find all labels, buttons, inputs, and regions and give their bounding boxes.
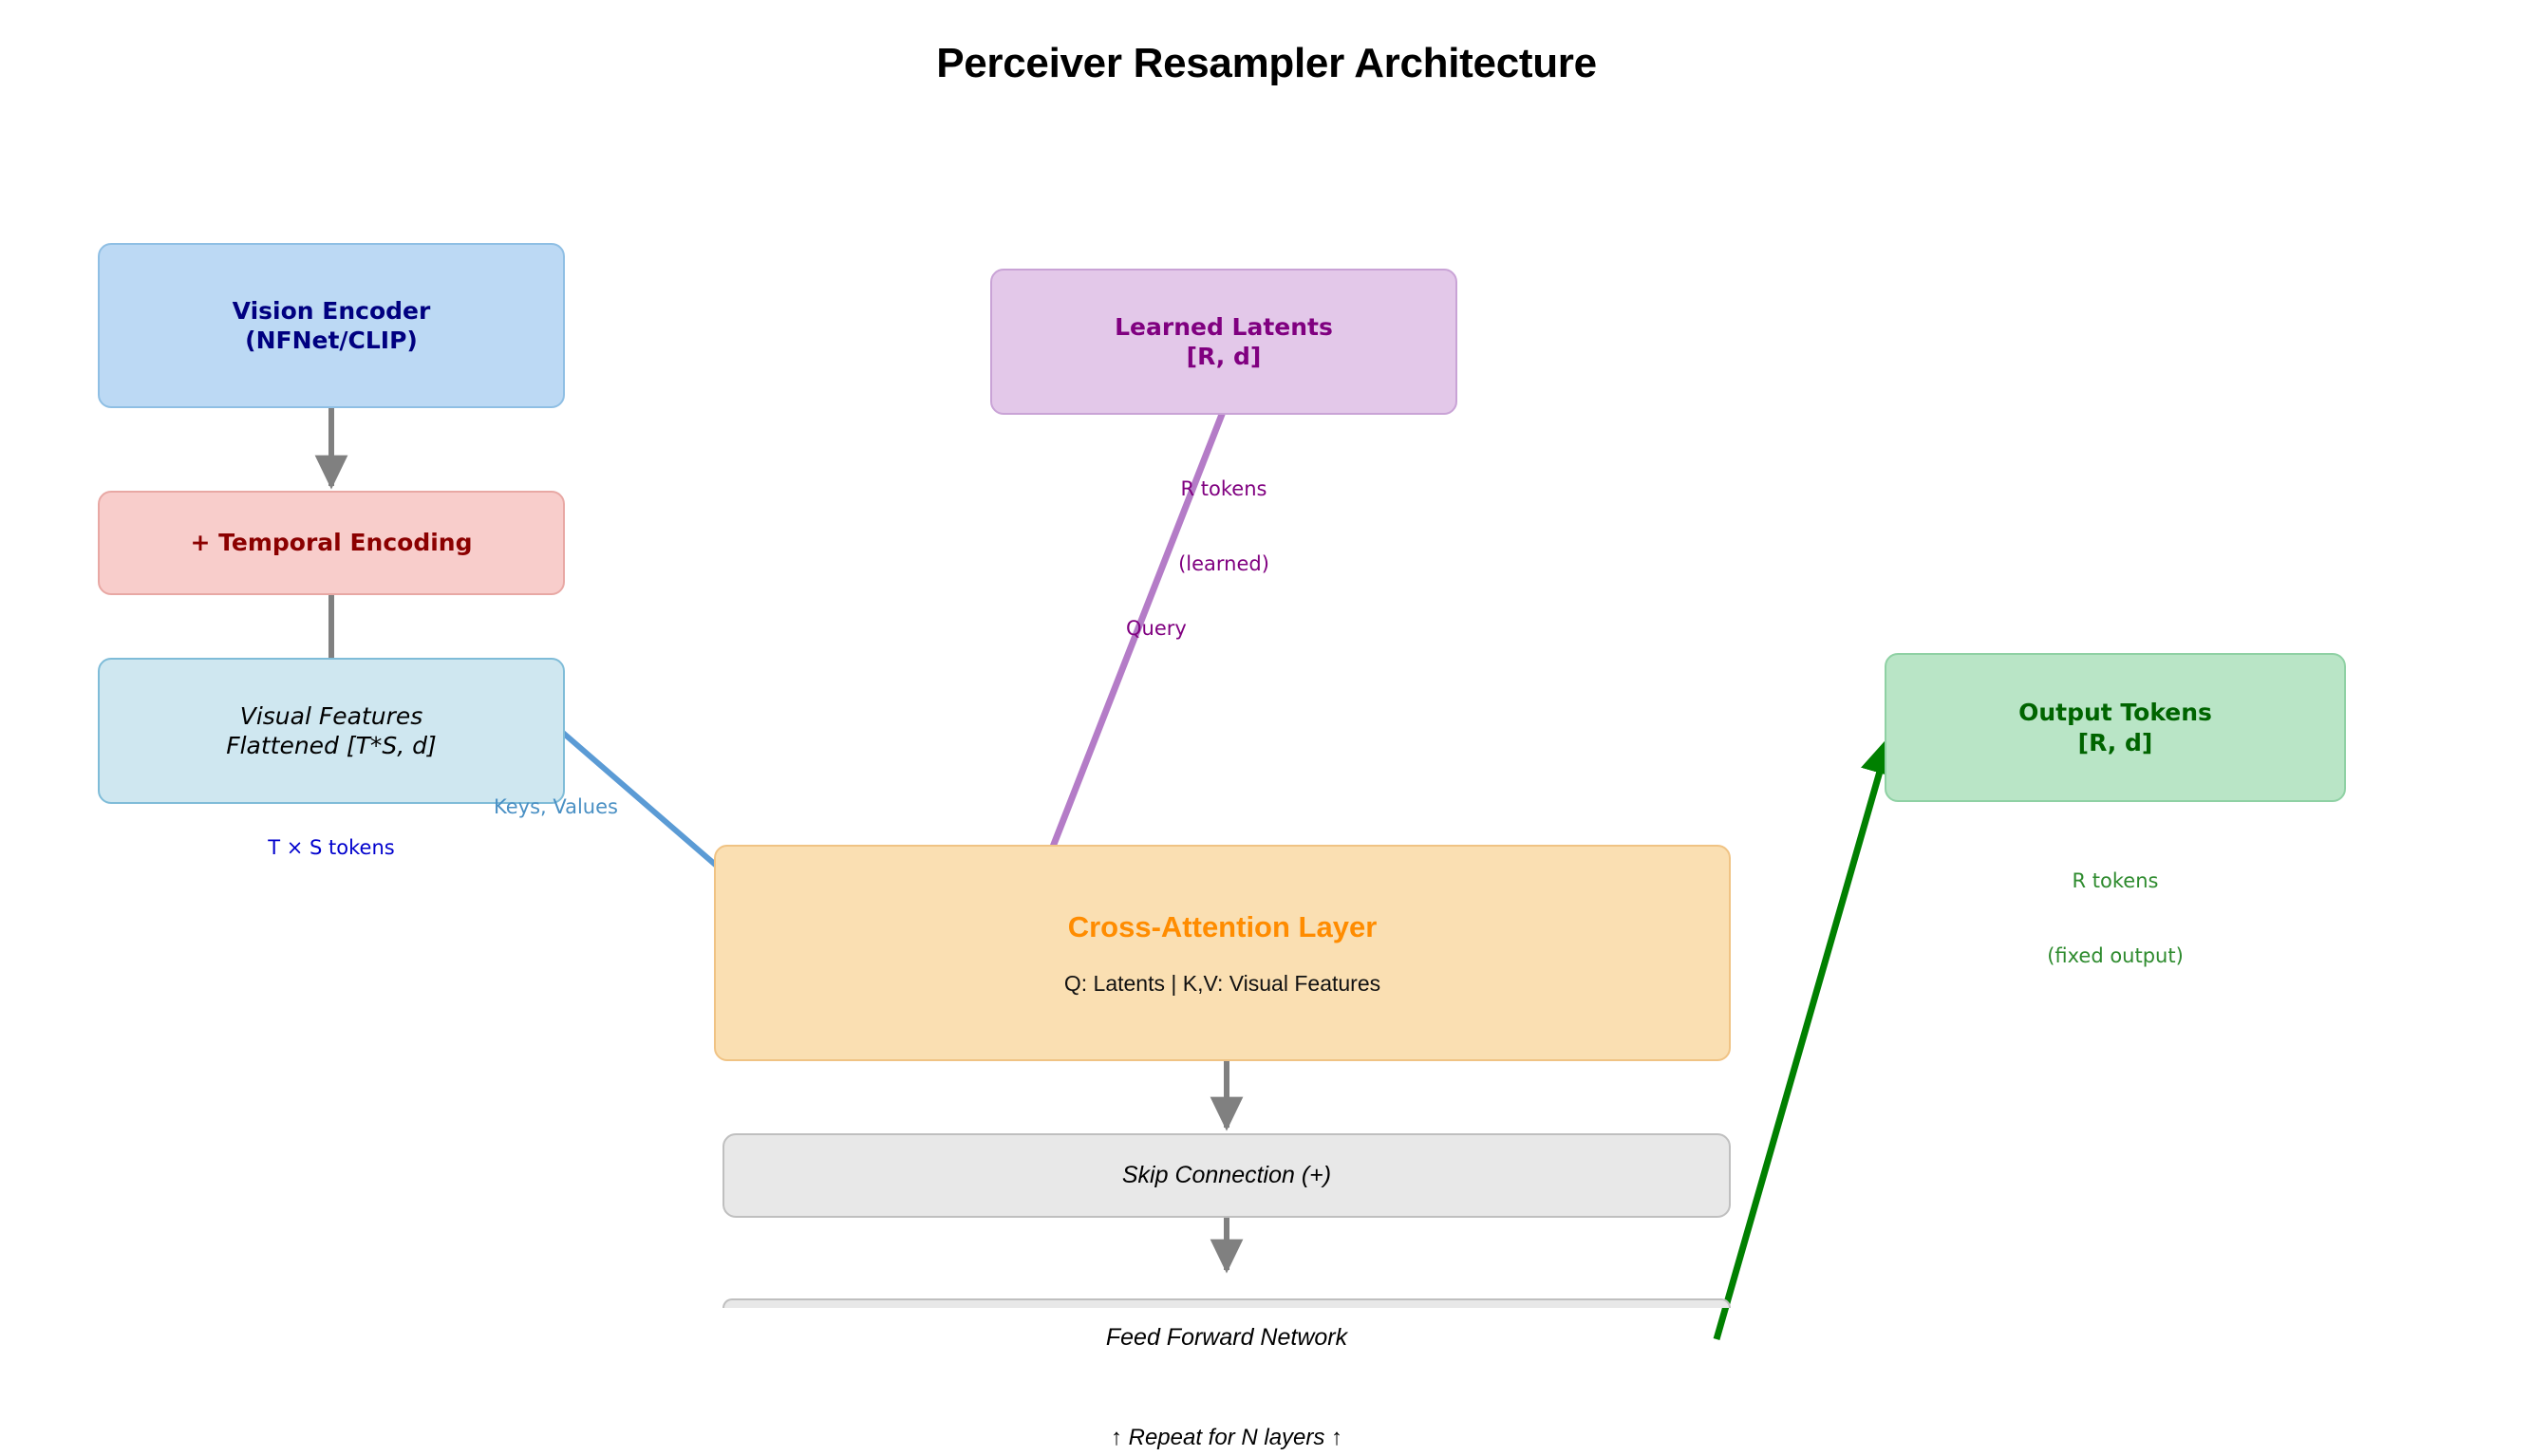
edge-ffn-to-output bbox=[1713, 734, 1899, 1340]
r-tokens-fixed-line2: (fixed output) bbox=[2047, 944, 2184, 968]
output-tokens-line2: [R, d] bbox=[2077, 728, 2153, 756]
output-tokens-line1: Output Tokens bbox=[2018, 699, 2212, 726]
r-tokens-learned-line2: (learned) bbox=[1178, 552, 1269, 576]
r-tokens-fixed-line1: R tokens bbox=[2072, 868, 2159, 892]
annotation-query: Query bbox=[1126, 617, 1187, 640]
node-learned-latents[interactable]: Learned Latents [R, d] bbox=[990, 269, 1457, 415]
page-title: Perceiver Resampler Architecture bbox=[936, 40, 1597, 86]
visual-features-line2: Flattened [T*S, d] bbox=[226, 732, 437, 759]
annotation-r-tokens-fixed: R tokens (fixed output) bbox=[1885, 818, 2346, 1019]
node-feed-forward-network[interactable] bbox=[722, 1298, 1731, 1308]
node-skip-connection[interactable]: Skip Connection (+) bbox=[722, 1133, 1731, 1218]
cross-attention-subtitle: Q: Latents | K,V: Visual Features bbox=[1063, 971, 1381, 997]
annotation-repeat-n-layers: ↑ Repeat for N layers ↑ bbox=[1110, 1425, 1343, 1450]
feed-forward-network-label: Feed Forward Network bbox=[1105, 1324, 1348, 1351]
vision-encoder-line2: (NFNet/CLIP) bbox=[245, 327, 418, 354]
r-tokens-learned-line1: R tokens bbox=[1180, 476, 1267, 500]
annotation-r-tokens-learned: R tokens (learned) bbox=[990, 426, 1457, 627]
learned-latents-line2: [R, d] bbox=[1186, 343, 1262, 370]
cross-attention-title: Cross-Attention Layer bbox=[1067, 909, 1378, 943]
node-cross-attention-layer[interactable]: Cross-Attention Layer Q: Latents | K,V: … bbox=[714, 845, 1731, 1061]
learned-latents-line1: Learned Latents bbox=[1115, 312, 1333, 341]
annotation-keys-values: Keys, Values bbox=[494, 795, 618, 818]
node-visual-features[interactable]: Visual Features Flattened [T*S, d] bbox=[98, 658, 565, 804]
annotation-ts-tokens: T × S tokens bbox=[268, 836, 395, 859]
vision-encoder-line1: Vision Encoder bbox=[232, 296, 431, 325]
visual-features-line1: Visual Features bbox=[239, 701, 423, 730]
node-temporal-encoding[interactable]: + Temporal Encoding bbox=[98, 491, 565, 595]
node-output-tokens[interactable]: Output Tokens [R, d] bbox=[1885, 653, 2346, 802]
temporal-encoding-label: + Temporal Encoding bbox=[190, 529, 473, 557]
skip-connection-label: Skip Connection (+) bbox=[1121, 1161, 1332, 1188]
node-vision-encoder[interactable]: Vision Encoder (NFNet/CLIP) bbox=[98, 243, 565, 408]
